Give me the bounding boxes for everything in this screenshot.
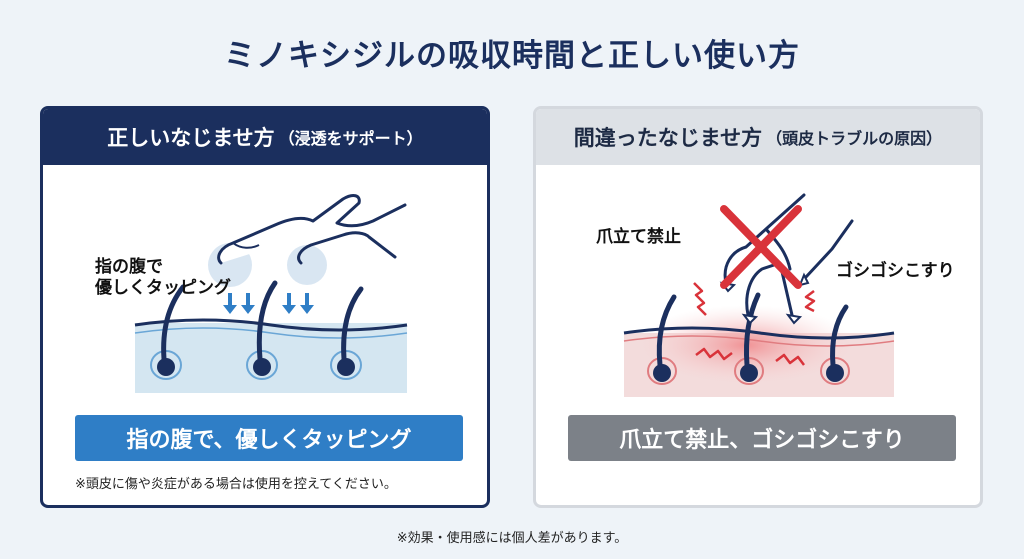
- correct-method-title: 正しいなじませ方: [107, 126, 275, 150]
- skin-surface: [623, 326, 895, 340]
- correct-method-banner: 指の腹で、優しくタッピング: [75, 415, 463, 461]
- page-title: ミノキシジルの吸収時間と正しい使い方: [224, 38, 800, 74]
- rubbing-label: ゴシゴシこすり: [836, 261, 955, 281]
- prohibited-x-icon: [720, 205, 802, 289]
- skin-inner-line: [623, 335, 895, 347]
- wrong-method-card: 間違ったなじませ方 （頭皮トラブルの原因）: [533, 106, 983, 508]
- hair-follicle: [647, 294, 677, 385]
- correct-method-header: 正しいなじませ方 （浸透をサポート）: [43, 109, 487, 165]
- tapping-label-line1: 指の腹で: [95, 257, 163, 277]
- tapping-label: 指の腹で 優しくタッピング: [95, 257, 231, 300]
- hand-icon: [217, 194, 407, 265]
- irritation-zigzags: [693, 282, 816, 366]
- hair-follicle: [150, 284, 186, 380]
- finger-outline: [297, 231, 397, 265]
- finger-crease: [232, 242, 260, 249]
- skin-layer: [135, 323, 407, 393]
- no-nails-label: 爪立て禁止: [596, 227, 681, 247]
- hair-follicle: [330, 286, 364, 380]
- correct-method-card: 正しいなじませ方 （浸透をサポート）: [40, 106, 490, 508]
- wrong-method-header: 間違ったなじませ方 （頭皮トラブルの原因）: [536, 109, 980, 165]
- tapping-label-line2: 優しくタッピング: [95, 278, 231, 299]
- caution-note: ※頭皮に傷や炎症がある場合は使用を控えてください。: [75, 477, 397, 492]
- hair-follicle: [820, 304, 850, 385]
- wrong-method-title: 間違ったなじませ方: [573, 126, 763, 150]
- wrong-method-banner: 爪立て禁止、ゴシゴシこすり: [568, 415, 956, 461]
- wrong-method-subtitle: （頭皮トラブルの原因）: [766, 129, 943, 148]
- skin-inner-line: [134, 327, 408, 339]
- tapping-illustration: [134, 194, 408, 393]
- hair-follicle: [734, 292, 764, 385]
- skin-surface: [134, 318, 408, 332]
- correct-method-subtitle: （浸透をサポート）: [278, 129, 423, 148]
- scratching-illustration: [623, 193, 895, 397]
- down-arrows: [223, 293, 314, 314]
- touch-point-glow: [287, 245, 327, 285]
- hair-follicle: [246, 280, 278, 380]
- hand-icon: [723, 193, 854, 317]
- footer-disclaimer: ※効果・使用感には個人差があります。: [396, 531, 628, 546]
